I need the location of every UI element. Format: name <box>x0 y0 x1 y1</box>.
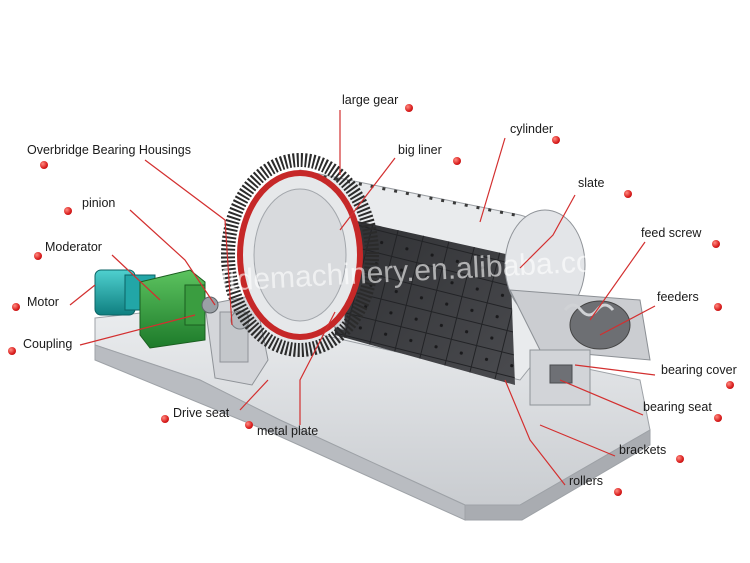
label-brackets: brackets <box>619 443 667 457</box>
leader-cylinder <box>479 137 506 223</box>
leader-pinion <box>129 209 216 306</box>
marker-dot <box>34 252 42 260</box>
leader-metal-plate <box>299 311 336 425</box>
leader-feeders <box>599 305 656 336</box>
label-moderator: Moderator <box>45 240 102 254</box>
marker-dot <box>552 136 560 144</box>
feed-end <box>504 209 651 406</box>
label-big-liner: big liner <box>398 143 442 157</box>
label-large-gear: large gear <box>342 93 399 107</box>
leader-brackets <box>539 424 616 457</box>
marker-dot <box>8 347 16 355</box>
label-overbridge-bearing-housings: Overbridge Bearing Housings <box>27 143 191 157</box>
marker-dot <box>714 414 722 422</box>
leader-slate <box>519 194 576 269</box>
leader-drive-seat <box>239 379 269 411</box>
label-feed-screw: feed screw <box>641 226 702 240</box>
leader-motor <box>69 284 96 306</box>
marker-dot <box>453 157 461 165</box>
label-slate: slate <box>578 176 605 190</box>
marker-dot <box>245 421 253 429</box>
leader-big-liner <box>339 157 396 231</box>
label-rollers: rollers <box>569 474 604 488</box>
marker-dot <box>64 207 72 215</box>
leader-bearing-seat <box>559 379 644 416</box>
marker-dot <box>40 161 48 169</box>
marker-dot <box>405 104 413 112</box>
leader-overbridge <box>144 159 233 326</box>
drive-unit <box>94 269 219 349</box>
label-motor: Motor <box>27 295 59 309</box>
marker-dot <box>676 455 684 463</box>
label-feeders: feeders <box>657 290 699 304</box>
marker-dot <box>726 381 734 389</box>
leader-bearing-cover <box>574 364 656 376</box>
marker-dot <box>714 303 722 311</box>
marker-dot <box>614 488 622 496</box>
marker-dot <box>161 415 169 423</box>
leader-lines <box>69 110 656 486</box>
leader-feed-screw <box>589 241 646 321</box>
label-metal-plate: metal plate <box>257 424 319 438</box>
marker-dot <box>712 240 720 248</box>
leader-coupling <box>79 314 196 346</box>
label-drive-seat: Drive seat <box>173 406 230 420</box>
marker-dot <box>624 190 632 198</box>
label-coupling: Coupling <box>23 337 73 351</box>
large-gear <box>221 153 379 357</box>
label-pinion: pinion <box>82 196 116 210</box>
label-cylinder: cylinder <box>510 122 554 136</box>
label-bearing-cover: bearing cover <box>661 363 737 377</box>
label-bearing-seat: bearing seat <box>643 400 712 414</box>
marker-dot <box>12 303 20 311</box>
leader-moderator <box>111 254 161 301</box>
leader-rollers <box>504 379 566 486</box>
